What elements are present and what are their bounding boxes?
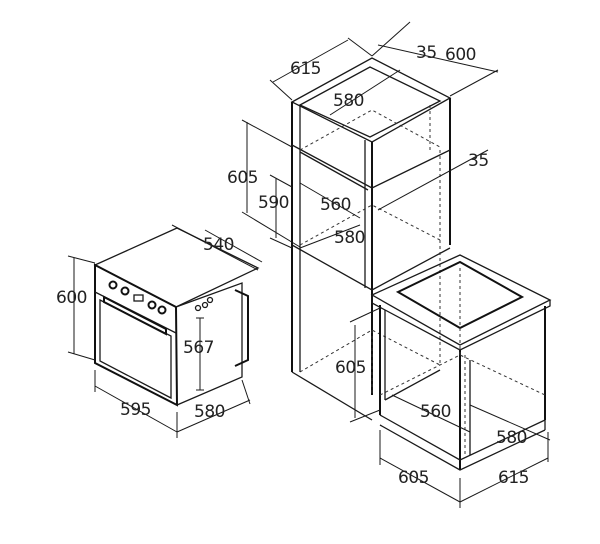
oven-fixing-point-icon [206,296,214,304]
dimension-label: 615 [290,59,321,79]
dimension-label: 605 [398,468,429,488]
under-counter-dimensions [349,307,551,508]
tall-cabinet-top-inner [298,66,442,138]
dimension-label: 540 [203,235,234,255]
dimension-label: 615 [498,468,529,488]
dimension-label: 560 [420,402,451,422]
oven-door-handle [103,295,167,336]
tall-cabinet-dimensions [241,21,499,249]
dimension-label: 595 [120,400,151,420]
dimension-label: 580 [496,428,527,448]
oven-knob-icon [120,286,130,296]
oven-display-icon [133,294,144,302]
dimension-label: 600 [56,288,87,308]
oven-knob-icon [157,305,167,315]
dimension-label: 35 [416,43,437,63]
oven-side-face [175,282,243,406]
dimension-label: 567 [183,338,214,358]
dimension-label: 35 [468,151,489,171]
tall-cabinet-drawing [290,57,452,421]
dimension-label: 600 [445,45,476,65]
oven-rear-bracket [234,289,249,367]
dimension-label: 560 [320,195,351,215]
dimension-label: 580 [334,228,365,248]
oven-drawing [93,227,260,407]
oven-fixing-point-icon [201,301,209,309]
dimension-label: 580 [194,402,225,422]
under-counter-drawing [370,254,552,471]
dimension-label: 580 [333,91,364,111]
dimension-label: 590 [258,193,289,213]
oven-dimensions [67,224,263,438]
oven-knob-icon [108,280,118,290]
oven-fixing-point-icon [194,304,202,312]
dimension-label: 605 [227,168,258,188]
countertop-cutout [395,260,525,330]
dimension-label: 605 [335,358,366,378]
oven-knob-icon [147,300,157,310]
oven-front-face [94,263,179,407]
countertop [370,254,552,346]
